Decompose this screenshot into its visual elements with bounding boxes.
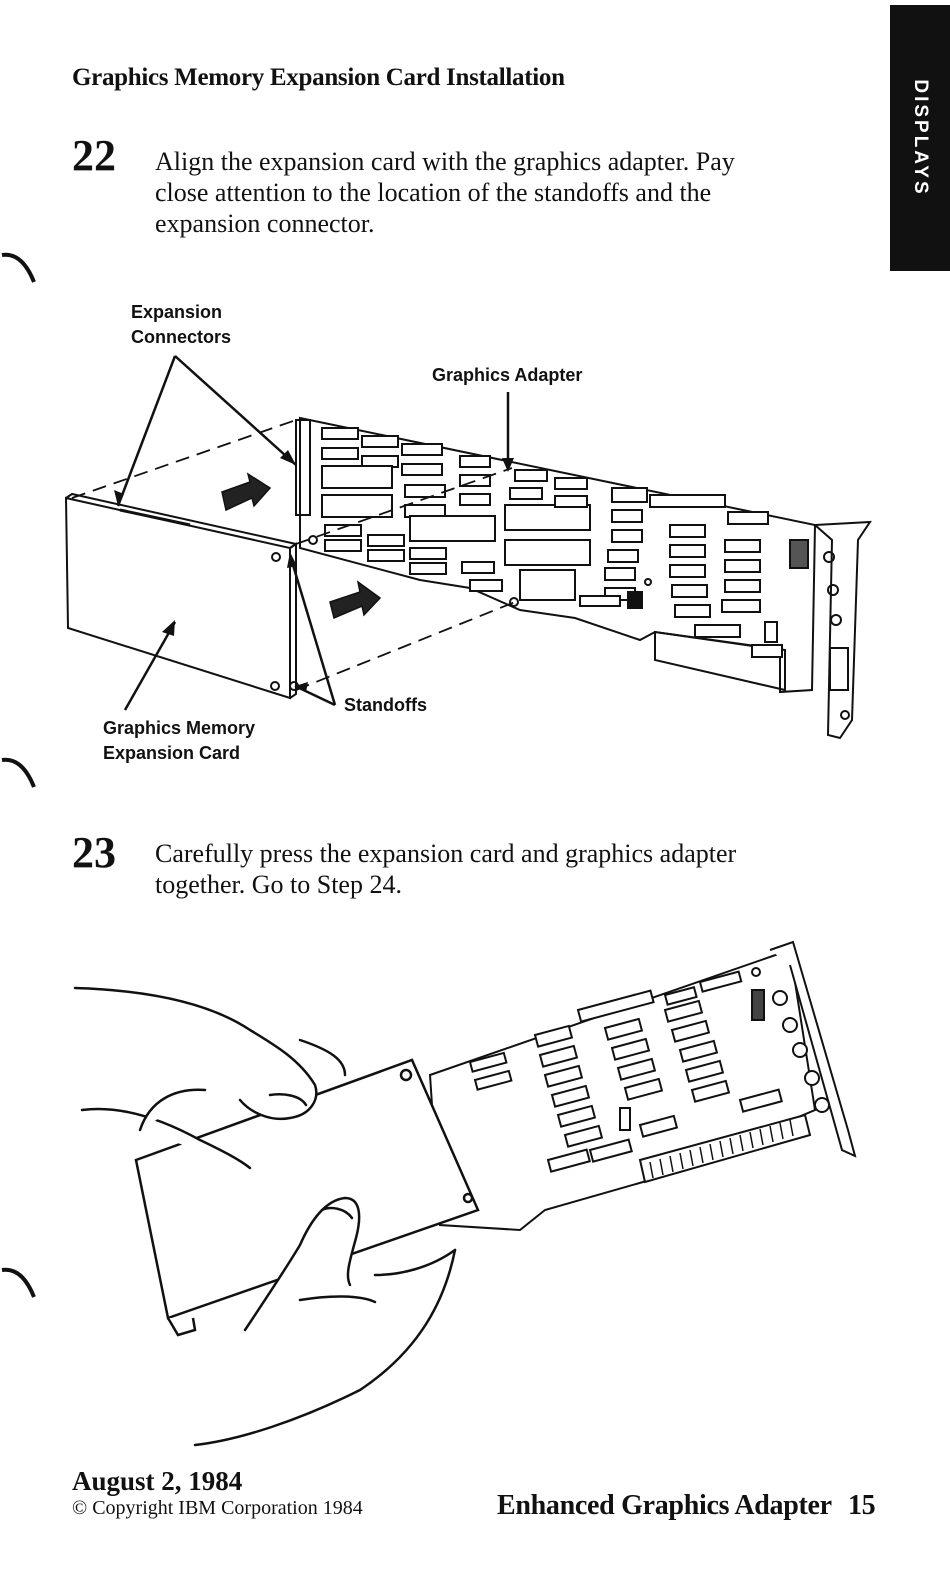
graphics-adapter-board — [299, 416, 817, 694]
step-text: Align the expansion card with the graphi… — [155, 146, 735, 239]
step-number: 22 — [72, 131, 116, 180]
page-number: 15 — [847, 1490, 876, 1521]
step-text-line: Carefully press the expansion card and g… — [155, 839, 737, 868]
step-text-line: close attention to the location of the s… — [155, 178, 712, 207]
lower-hand — [193, 1248, 457, 1447]
step-text-line: Align the expansion card with the graphi… — [155, 147, 735, 176]
footer-doc-title: Enhanced Graphics Adapter 15 — [497, 1490, 876, 1522]
footer-copyright: © Copyright IBM Corporation 1984 — [72, 1497, 363, 1519]
mounting-bracket — [769, 940, 857, 1158]
step-number: 23 — [72, 828, 116, 877]
doc-title: Enhanced Graphics Adapter — [497, 1490, 832, 1521]
mounting-bracket — [814, 520, 872, 740]
label-standoffs: Standoffs — [344, 695, 427, 715]
memory-expansion-card — [134, 1058, 480, 1320]
label-graphics-adapter: Graphics Adapter — [432, 365, 583, 385]
step-text-line: together. Go to Step 24. — [155, 870, 402, 899]
label-memory-card: Graphics Memory Expansion Card — [103, 718, 256, 763]
step-text: Carefully press the expansion card and g… — [155, 838, 736, 900]
label-expansion-connectors: Expansion Connectors — [131, 302, 232, 347]
footer-date: August 2, 1984 — [72, 1466, 243, 1496]
side-tab: DISPLAYS — [890, 5, 950, 271]
upper-hand — [73, 986, 318, 1121]
section-title: Graphics Memory Expansion Card Installat… — [72, 64, 565, 91]
step-text-line: expansion connector. — [155, 209, 375, 238]
